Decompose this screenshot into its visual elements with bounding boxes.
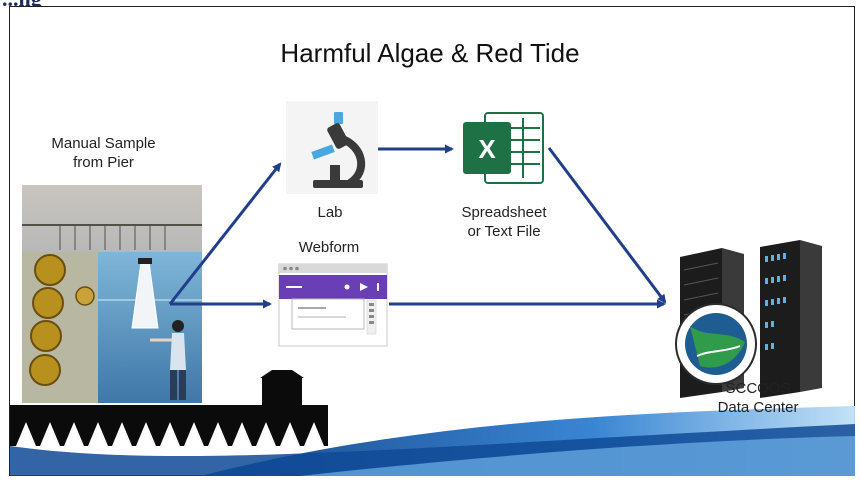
lab-label: Lab [317, 204, 343, 221]
data-center-line1: SCCOOS [725, 380, 791, 397]
flow-arrows [168, 144, 667, 309]
cropped-heading-text: ...ng [2, 0, 42, 8]
sample-photo [22, 185, 202, 403]
microscope-icon [286, 101, 378, 194]
server-icon [675, 240, 822, 398]
spreadsheet-line1: Spreadsheet [461, 204, 547, 221]
diagram-title: Harmful Algae & Red Tide [280, 38, 580, 68]
webform-label: Webform [298, 239, 360, 256]
spreadsheet-label: Spreadsheet or Text File [444, 203, 564, 241]
data-center-label: SCCOOS Data Center [703, 379, 813, 417]
manual-sample-label: Manual Sample from Pier [36, 134, 171, 172]
cropped-heading: ...ng [0, 0, 140, 8]
spreadsheet-line2: or Text File [467, 223, 541, 240]
webform-icon [278, 263, 388, 347]
spreadsheet-icon-letter: X [478, 134, 496, 164]
arrow-spreadsheet-to-datacenter [547, 147, 667, 304]
arrow-sample-to-lab [168, 162, 282, 305]
spreadsheet-icon: X [463, 112, 544, 184]
data-center-line2: Data Center [717, 399, 799, 416]
wave-decoration [10, 406, 855, 476]
manual-sample-line1: Manual Sample [51, 135, 156, 152]
manual-sample-line2: from Pier [73, 154, 134, 171]
pier-silhouette [10, 370, 328, 446]
